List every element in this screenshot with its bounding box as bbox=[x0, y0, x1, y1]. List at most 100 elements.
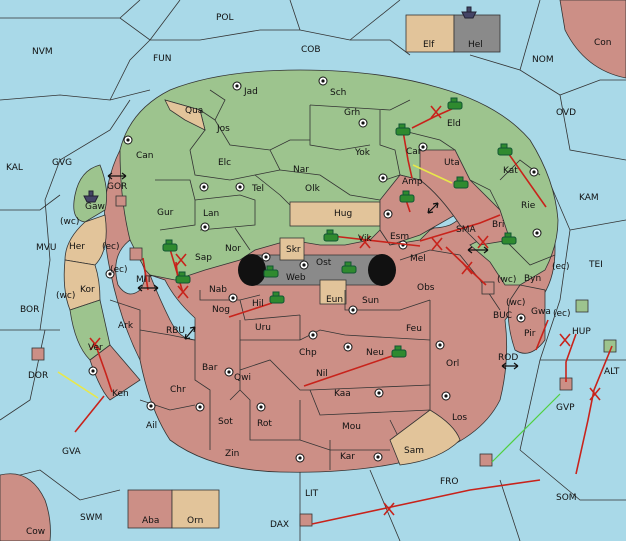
supply-centers bbox=[88, 76, 542, 463]
label-zin: Zin bbox=[225, 449, 239, 459]
label-mit: MIT bbox=[136, 275, 152, 285]
eun-region[interactable] bbox=[319, 279, 347, 305]
label-nar: Nar bbox=[293, 165, 309, 175]
label-sam: Sam bbox=[404, 446, 424, 456]
orders bbox=[57, 107, 613, 525]
label-chr: Chr bbox=[170, 385, 186, 395]
label-sot: Sot bbox=[218, 417, 233, 427]
label-kam: KAM bbox=[579, 193, 599, 203]
label-dor: DOR bbox=[28, 371, 48, 381]
label-ec2: (ec) bbox=[110, 265, 128, 275]
label-rot: Rot bbox=[257, 419, 272, 429]
label-gvg: GVG bbox=[52, 158, 72, 168]
two-way-arrows bbox=[107, 172, 519, 370]
label-wc2: (wc) bbox=[56, 291, 75, 301]
sam-region[interactable] bbox=[389, 409, 461, 466]
uta-region[interactable] bbox=[419, 149, 511, 246]
label-cob: COB bbox=[301, 45, 321, 55]
elf-region[interactable] bbox=[405, 14, 455, 53]
label-eun: Eun bbox=[326, 295, 343, 305]
label-olk: Olk bbox=[305, 184, 321, 194]
hup-fleet-marker[interactable] bbox=[575, 299, 589, 313]
label-lit: LIT bbox=[305, 489, 319, 499]
label-wc1: (wc) bbox=[60, 217, 79, 227]
label-gor: GOR bbox=[107, 182, 127, 192]
aba-region[interactable] bbox=[127, 489, 173, 529]
qua-region[interactable] bbox=[164, 99, 206, 131]
label-vik: Vik bbox=[358, 234, 372, 244]
label-elf: Elf bbox=[423, 40, 435, 50]
label-pol: POL bbox=[216, 13, 234, 23]
label-kor: Kor bbox=[80, 285, 95, 295]
label-mou: Mou bbox=[342, 422, 361, 432]
fro-fleet-marker[interactable] bbox=[479, 453, 493, 467]
pir-region[interactable] bbox=[507, 284, 546, 354]
label-qua: Qua bbox=[185, 106, 203, 116]
label-hug: Hug bbox=[334, 209, 352, 219]
label-uta: Uta bbox=[444, 158, 460, 168]
label-rbu: RBU bbox=[166, 326, 185, 336]
label-wc4: (wc) bbox=[506, 298, 525, 308]
label-ark: Ark bbox=[118, 321, 134, 331]
label-rod: ROD bbox=[498, 353, 518, 363]
label-jos: Jos bbox=[216, 124, 230, 134]
label-kal: KAL bbox=[6, 163, 23, 173]
label-sch: Sch bbox=[330, 88, 346, 98]
rbu-sea[interactable] bbox=[149, 274, 196, 341]
island-west-cap bbox=[238, 254, 266, 286]
label-car: Car bbox=[406, 147, 422, 157]
hug-region[interactable] bbox=[289, 201, 381, 227]
label-dax: DAX bbox=[270, 520, 289, 530]
label-skr: Skr bbox=[286, 245, 301, 255]
orn-region[interactable] bbox=[171, 489, 220, 529]
label-som: SOM bbox=[556, 493, 577, 503]
label-aba: Aba bbox=[142, 516, 159, 526]
gor-fleet-marker[interactable] bbox=[115, 195, 127, 207]
label-mvu: MVU bbox=[36, 243, 57, 253]
label-can: Can bbox=[136, 151, 154, 161]
label-nog: Nog bbox=[212, 305, 230, 315]
label-hup: HUP bbox=[572, 327, 591, 337]
label-mel: Mel bbox=[410, 254, 426, 264]
units bbox=[83, 6, 517, 358]
label-nil: Nil bbox=[316, 369, 328, 379]
dor-fleet-marker[interactable] bbox=[31, 347, 45, 361]
cut-markers bbox=[89, 105, 601, 516]
label-con: Con bbox=[594, 38, 612, 48]
label-bar: Bar bbox=[202, 363, 218, 373]
label-esm: Esm bbox=[390, 232, 409, 242]
label-gvp: GVP bbox=[556, 403, 575, 413]
label-qwi: Qwi bbox=[234, 373, 251, 383]
label-buc: BUC bbox=[493, 311, 512, 321]
label-her: Her bbox=[69, 242, 85, 252]
label-fro: FRO bbox=[440, 477, 459, 487]
label-swm: SWM bbox=[80, 513, 102, 523]
hel-region[interactable] bbox=[453, 14, 501, 53]
labels: POL NVM FUN COB NOM Con Elf Hel OVD KAL … bbox=[6, 13, 620, 537]
label-sma: SMA bbox=[456, 225, 476, 235]
label-wc3: (wc) bbox=[497, 275, 516, 285]
label-hel: Hel bbox=[468, 40, 483, 50]
north-province-borders bbox=[155, 89, 556, 266]
label-bri: Bri bbox=[492, 220, 504, 230]
mit-fleet-marker[interactable] bbox=[129, 247, 143, 261]
label-ken: Ken bbox=[112, 389, 129, 399]
skr-region[interactable] bbox=[279, 237, 305, 261]
label-gaw: Gaw bbox=[85, 202, 105, 212]
island-east-cap bbox=[368, 254, 396, 286]
label-gwa: Gwa bbox=[531, 307, 551, 317]
label-ail: Ail bbox=[146, 421, 157, 431]
label-cow: Cow bbox=[26, 527, 45, 537]
label-chp: Chp bbox=[299, 348, 317, 358]
label-ec4: (ec) bbox=[553, 309, 571, 319]
label-gur: Gur bbox=[157, 208, 174, 218]
cow-region[interactable] bbox=[0, 473, 51, 541]
label-pir: Pir bbox=[524, 329, 536, 339]
label-nor: Nor bbox=[225, 244, 241, 254]
label-jad: Jad bbox=[243, 87, 258, 97]
label-tei: TEI bbox=[588, 260, 603, 270]
dax-fleet-marker[interactable] bbox=[299, 513, 313, 527]
label-byn: Byn bbox=[524, 274, 541, 284]
